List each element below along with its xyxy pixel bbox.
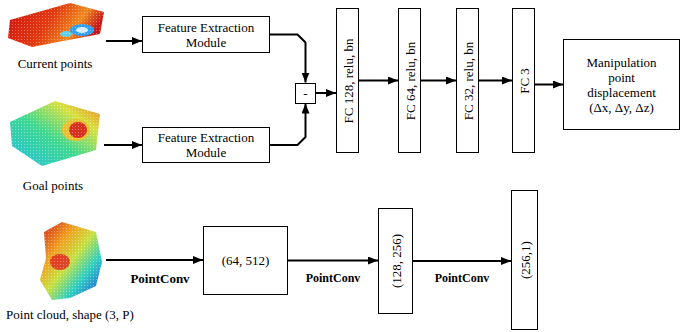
node-text: FC 64, relu, bn — [402, 41, 417, 119]
current-points-cloud — [8, 3, 104, 47]
image-caption: Goal points — [23, 178, 83, 193]
node-text: (64, 512) — [222, 253, 270, 268]
operation-label: PointConv — [433, 271, 492, 285]
layer-box: (128, 256) — [378, 208, 413, 314]
arrow-connector — [479, 80, 512, 82]
node-text: FC 128, relu, bn — [340, 38, 355, 123]
layer-box: FC 3 — [512, 8, 535, 153]
process-box: Feature Extraction Module — [142, 16, 270, 53]
node-text: Manipulation point displacement (Δx, Δy,… — [576, 55, 667, 115]
operation-label: PointConv — [304, 271, 363, 285]
cloud-texture — [40, 222, 102, 300]
input-arrow — [106, 40, 142, 42]
node-text: (128, 256) — [388, 234, 403, 288]
input-arrow — [104, 144, 142, 146]
node-text: - — [303, 86, 307, 101]
node-text: FC 3 — [516, 68, 531, 94]
cloud-surface — [40, 222, 102, 300]
layer-box: (256,1) — [511, 190, 538, 330]
node-text: Feature Extraction Module — [147, 130, 265, 160]
goal-points-cloud — [10, 101, 100, 166]
arrow-connector — [535, 84, 563, 86]
cloud-surface — [10, 101, 100, 166]
cloud-surface — [8, 3, 104, 47]
layer-box: FC 32, relu, bn — [456, 8, 479, 153]
cloud-texture — [8, 3, 104, 47]
arrow-connector — [270, 35, 306, 83]
layer-box: FC 64, relu, bn — [398, 8, 421, 153]
arrow-connector — [413, 260, 511, 262]
node-text: (256,1) — [517, 241, 532, 279]
image-caption: Point cloud, shape (3, P) — [6, 307, 134, 322]
arrow-connector — [359, 80, 398, 82]
arrow-connector — [316, 92, 336, 94]
cloud-texture — [10, 101, 100, 166]
operation-label: PointConv — [130, 271, 189, 286]
input-arrow — [106, 259, 203, 261]
process-box: Feature Extraction Module — [142, 127, 270, 163]
image-caption: Current points — [18, 56, 93, 71]
input-point-cloud — [40, 222, 102, 300]
process-box: (64, 512) — [203, 226, 288, 295]
arrow-connector — [288, 260, 378, 262]
node-text: Feature Extraction Module — [147, 20, 265, 50]
node-text: FC 32, relu, bn — [460, 41, 475, 119]
arrow-connector — [421, 80, 456, 82]
process-box: Manipulation point displacement (Δx, Δy,… — [563, 39, 680, 130]
arrow-connector — [270, 104, 306, 146]
process-box: - — [295, 83, 316, 104]
layer-box: FC 128, relu, bn — [336, 8, 359, 153]
